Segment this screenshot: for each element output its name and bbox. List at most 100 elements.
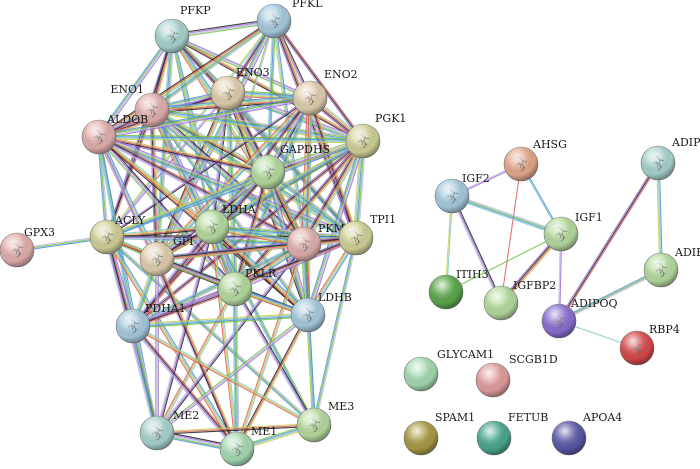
edge-line [131, 325, 157, 434]
node-glycam1[interactable]: GLYCAM1 [403, 348, 494, 392]
edge-line [233, 288, 237, 450]
node-adipor[interactable]: ADIPO [640, 136, 700, 181]
node-me3[interactable]: ME3 [296, 400, 354, 443]
node-ahsg[interactable]: AHSG [503, 138, 567, 182]
node-apoa4[interactable]: APOA4 [551, 411, 622, 456]
node-ldha[interactable]: LDHA [194, 203, 257, 245]
edge-line [98, 137, 269, 174]
node-eno3[interactable]: ENO3 [210, 66, 270, 111]
edge-line [211, 224, 357, 237]
node-label: PFKL [292, 0, 323, 10]
edge-line [98, 20, 275, 139]
node-igf2[interactable]: IGF2 [434, 172, 490, 214]
node-highlight [435, 179, 469, 213]
node-gpi[interactable]: GPI [139, 235, 194, 277]
edge-line [656, 162, 661, 271]
edge-line [308, 314, 316, 426]
edge-line [171, 34, 312, 98]
edge-pfkl-aldob [97, 18, 276, 140]
edge-line [97, 138, 304, 247]
edge-line [151, 110, 364, 143]
node-eno1[interactable]: ENO1 [110, 83, 170, 128]
node-eno2[interactable]: ENO2 [292, 68, 358, 116]
edge-line [312, 237, 356, 426]
edge-line [304, 141, 365, 246]
node-pdha1[interactable]: PDHA1 [115, 302, 186, 344]
edge-line [559, 163, 660, 323]
edge-line [98, 135, 269, 172]
edge-line [266, 173, 356, 241]
node-pfkl[interactable]: PFKL [256, 0, 323, 39]
node-highlight [544, 217, 578, 251]
edge-line [451, 196, 562, 236]
node-pklr[interactable]: PKLR [217, 267, 277, 307]
node-rbp4[interactable]: RBP4 [619, 323, 680, 366]
edge-line [98, 96, 311, 137]
edge-line [452, 194, 503, 304]
edge-ahsg-igfbp2 [500, 163, 522, 304]
node-scgb1d[interactable]: SCGB1D [475, 353, 558, 398]
node-spam1[interactable]: SPAM1 [403, 411, 475, 456]
edge-ldha-pdha1 [130, 225, 215, 328]
edge-eno2-acly [106, 96, 311, 239]
edge-line [105, 236, 237, 450]
edge-line [155, 35, 172, 260]
edge-line [558, 269, 662, 322]
edge-line [151, 109, 364, 142]
node-itih3[interactable]: ITIH3 [428, 268, 489, 310]
node-tpi1[interactable]: TPI1 [338, 213, 396, 256]
node-highlight [297, 408, 331, 442]
node-me2[interactable]: ME2 [139, 409, 199, 451]
edge-line [307, 314, 315, 426]
edge-line [131, 286, 235, 325]
edge-line [235, 239, 358, 292]
node-highlight [195, 210, 229, 244]
edge-line [450, 195, 501, 305]
node-gapdhs[interactable]: GAPDHS [250, 143, 330, 190]
edge-line [106, 172, 270, 239]
edge-ldhb-me2 [155, 313, 310, 435]
edge-line [98, 95, 311, 136]
edge-line [130, 225, 212, 326]
edge-line [105, 170, 269, 237]
node-pgk1[interactable]: PGK1 [345, 112, 406, 159]
node-igf1[interactable]: IGF1 [543, 211, 603, 252]
node-highlight [220, 432, 254, 466]
node-pfkp[interactable]: PFKP [154, 4, 211, 54]
edge-line [132, 315, 309, 328]
edge-gapdhs-acly [105, 170, 270, 239]
node-pkm[interactable]: PKM [286, 222, 345, 262]
node-adipoq[interactable]: ADIPOQ [541, 297, 618, 339]
edge-line [211, 226, 238, 450]
edge-line [267, 170, 357, 239]
node-aldob[interactable]: ALDOB [81, 113, 148, 155]
edge-line [156, 236, 357, 259]
node-igfbp2[interactable]: IGFBP2 [483, 279, 556, 321]
edge-line [155, 313, 308, 433]
node-highlight [0, 233, 34, 267]
edge-line [171, 35, 364, 142]
node-ldhb[interactable]: LDHB [290, 291, 352, 333]
edge-igf2-igf1 [450, 193, 563, 237]
edge-line [132, 316, 309, 329]
node-me1[interactable]: ME1 [219, 425, 277, 467]
edge-line [132, 313, 309, 326]
edge-line [273, 20, 364, 142]
edge-line [156, 258, 238, 450]
node-acly[interactable]: ACLY [89, 214, 146, 255]
edge-line [309, 141, 366, 317]
node-fetub[interactable]: FETUB [476, 411, 548, 456]
node-highlight [552, 421, 586, 455]
edge-line [302, 139, 363, 244]
node-highlight [293, 81, 327, 115]
edge-line [156, 239, 357, 262]
edge-line [170, 36, 311, 100]
node-adif[interactable]: ADIF [643, 246, 700, 288]
node-label: GPX3 [24, 226, 55, 239]
edge-line [98, 98, 311, 139]
edge-igf1-itih3 [445, 233, 562, 293]
edge-pklr-pdha1 [131, 286, 237, 329]
node-highlight [251, 155, 285, 189]
node-gpx3[interactable]: GPX3 [0, 226, 55, 268]
edge-line [98, 35, 174, 138]
